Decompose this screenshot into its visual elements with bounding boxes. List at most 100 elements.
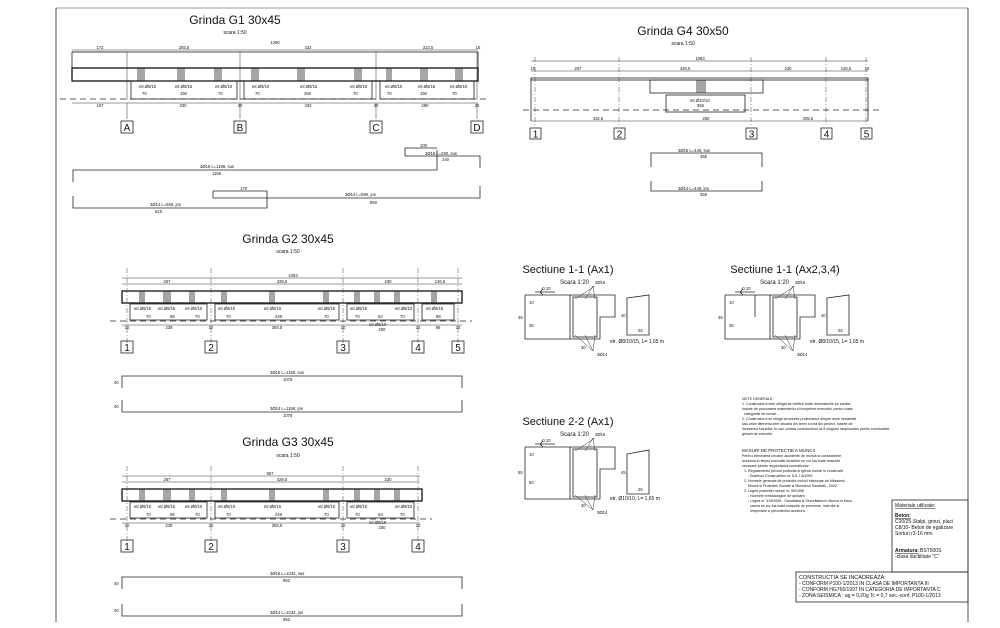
bar-length: 355	[700, 192, 708, 197]
top-bars-label: 3Ø16	[595, 432, 606, 437]
dim: 429,5	[680, 66, 691, 71]
dim: 10	[729, 300, 734, 305]
dim: 98	[170, 512, 175, 517]
bar-label: 3Ø16 L=1198, sus	[200, 164, 234, 169]
bar-length: 952	[283, 617, 291, 622]
stirrup-label: etr.Ø8/10	[134, 504, 152, 509]
dim: 30	[374, 103, 379, 108]
dim: 230	[385, 477, 393, 482]
axis-label: A	[124, 123, 131, 134]
dim: 63	[378, 512, 383, 517]
bar-length: 1158	[212, 171, 222, 176]
stirrup-label: etr.Ø8/15	[418, 84, 436, 89]
section-scale: Scara 1:20	[760, 280, 790, 286]
dim: 167	[97, 103, 105, 108]
axis-label: 5	[864, 130, 870, 141]
dim: 290	[422, 103, 430, 108]
note-line: Pentru eliminarea oricaror accidente de …	[742, 454, 841, 458]
dim: 1083	[288, 273, 298, 278]
dim: 70	[387, 91, 392, 96]
bar-label: 3Ø14 L=1158, jos	[270, 406, 303, 411]
stirrup-label: etr.Ø8/10	[218, 306, 236, 311]
dim: 25	[638, 487, 643, 492]
bar-length: 240	[442, 157, 450, 162]
dim: 40	[114, 380, 119, 385]
stirrup-label: etr.Ø8/15	[300, 84, 318, 89]
section-title: Sectiune 1-1 (Ax2,3,4)	[730, 264, 839, 276]
axis-label: 3	[340, 542, 346, 553]
axis-label: 2	[617, 130, 623, 141]
section-scale: Scara 1:20	[560, 432, 590, 438]
axis-labels: 1 2 3 4	[120, 539, 425, 553]
dim: 30	[416, 325, 421, 330]
section-title: Sectiune 2-2 (Ax1)	[522, 416, 613, 428]
dim: 1083	[695, 56, 705, 61]
dim: 35	[529, 323, 534, 328]
bar-label: 3Ø14 L=890, jos	[345, 192, 376, 197]
dim: 313,5	[423, 45, 434, 50]
axis-labels: 1 2 3 4 5	[529, 127, 873, 141]
bar-4	[404, 147, 481, 168]
stirrup	[572, 448, 598, 498]
note-line: 2. Constructorul se obliga sa anunte pro…	[742, 417, 856, 421]
note-line: Inainte de procurarea materialelor si in…	[742, 407, 853, 411]
note-line: categoriile de lucrari.	[744, 412, 777, 416]
stirrup-label: etr.Ø8/10	[350, 84, 368, 89]
stirrup-label: etr.Ø8/15	[369, 520, 387, 525]
dim: 40	[821, 313, 826, 318]
beam-scale: scara 1:50	[276, 453, 300, 459]
axis-label: D	[473, 123, 480, 134]
dim: 172	[97, 45, 105, 50]
stirrup-label: etr.Ø8/10	[395, 306, 413, 311]
note-line: 2. Normele generale de protectia muncii …	[744, 479, 845, 483]
dim: 70	[355, 314, 360, 319]
section-2-2-ax1: Sectiune 2-2 (Ax1) Scara 1:20 3Ø16 -0,10…	[518, 416, 660, 515]
axis-label: B	[237, 123, 244, 134]
dim: 238	[166, 325, 174, 330]
bar-length: 615	[155, 209, 163, 214]
note-line: Muncii si Protectiei Sociale si Minister…	[748, 484, 837, 488]
stirrup-label: etr. Ø10/10, L= 1,65 m	[610, 496, 660, 502]
axis-label: 5	[455, 343, 461, 354]
dim: 40	[114, 581, 119, 586]
top-bars-label: 3Ø16	[795, 280, 806, 285]
axis-label: C	[372, 123, 379, 134]
stirrup-label: etr.Ø8/10	[252, 84, 270, 89]
bar-9	[650, 181, 763, 192]
dim: 55	[518, 470, 523, 475]
beam-scale: scara 1:50	[223, 30, 247, 36]
bar-2	[212, 186, 481, 199]
classification-item: - CONFORM P100-1/2013 IN CLASA DE IMPORT…	[799, 581, 929, 587]
stirrup-label: etr.Ø8/10	[350, 504, 368, 509]
materials-box: Materiale utilizate: Beton: C20/25-Stalp…	[891, 499, 969, 573]
stirrup-label: etr.Ø8/10	[134, 306, 152, 311]
dim: 292	[304, 91, 312, 96]
dim: 70	[195, 512, 200, 517]
axis-label: 3	[749, 130, 755, 141]
note-line: 3. Legea protectiei muncii nr. 90/1996	[744, 489, 804, 493]
stirrup-label: etr.Ø8/15	[426, 306, 444, 311]
dim: 15	[531, 66, 536, 71]
beam-scale: scara 1:50	[276, 249, 300, 255]
bar-9	[121, 604, 463, 617]
note-line: acestora in timpul executiei lucrarilor …	[742, 459, 840, 463]
dim: 30	[209, 523, 214, 528]
stirrup-label: etr.Ø8/10	[369, 322, 387, 327]
stirrup-shape	[626, 294, 650, 336]
dim: 170	[240, 186, 248, 191]
classification-title: CONSTRUCTIA SE INCADREAZA:	[799, 575, 886, 581]
beam-title: Grinda G1 30x45	[189, 13, 281, 27]
dim: 126,5	[435, 279, 446, 284]
stirrup-label: etr.Ø10/10	[690, 98, 710, 103]
dim: 429,5	[277, 279, 288, 284]
dim: 249	[275, 314, 283, 319]
classification-box: CONSTRUCTIA SE INCADREAZA: - CONFORM P10…	[795, 571, 969, 603]
dim: 70	[195, 314, 200, 319]
dim: 70	[400, 512, 405, 517]
dim: 35	[729, 323, 734, 328]
dim: 70	[324, 314, 329, 319]
concrete-item: C20/25-Stalpi, grinzi, placi	[895, 519, 953, 525]
dim: 30	[209, 325, 214, 330]
dim: 70	[355, 512, 360, 517]
bar-label: 3Ø16 L=1032, sus	[270, 571, 304, 576]
